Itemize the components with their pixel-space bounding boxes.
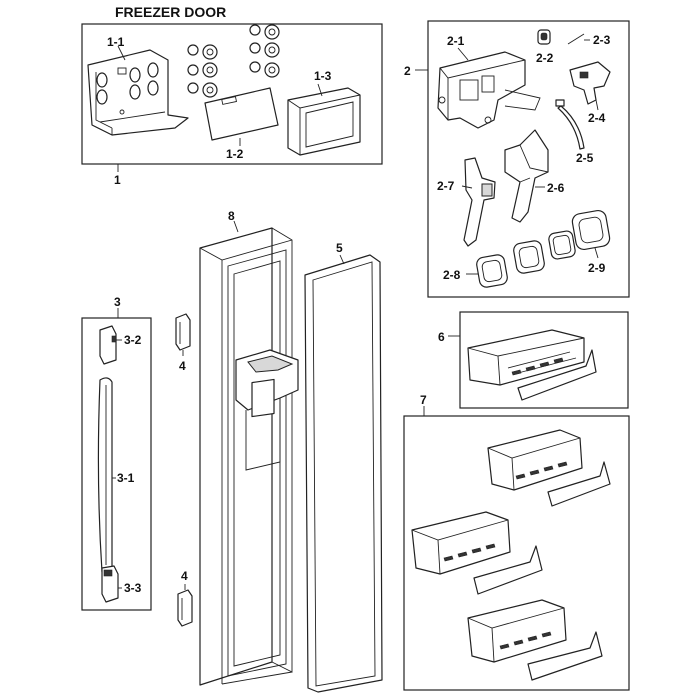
- part-1-3-cover: 1-3: [287, 69, 361, 156]
- part-4-cap-upper: 4: [175, 313, 191, 373]
- part-2-3-spring: 2-3: [567, 33, 611, 47]
- label-1-2: 1-2: [226, 147, 244, 161]
- part-1-2-plate: 1-2: [204, 87, 279, 161]
- part-2-5-tube: 2-5: [555, 99, 594, 165]
- part-1-1-bracket: 1-1: [87, 35, 189, 136]
- label-2-2: 2-2: [536, 51, 554, 65]
- label-2-4: 2-4: [588, 111, 606, 125]
- label-3-2: 3-2: [124, 333, 142, 347]
- group-7-box: 7: [403, 393, 630, 691]
- part-2-4-actuator: 2-4: [569, 61, 611, 125]
- part-3-1-handle-bar: 3-1: [97, 377, 135, 575]
- label-4-lower: 4: [181, 569, 188, 583]
- label-2-9: 2-9: [588, 261, 606, 275]
- label-5: 5: [336, 241, 343, 255]
- group-6-box: 6: [438, 311, 629, 409]
- part-4-cap-lower: 4: [177, 569, 193, 627]
- grommet-column-right: [249, 24, 280, 78]
- label-2-8: 2-8: [443, 268, 461, 282]
- grommet-column-mid: [202, 44, 218, 98]
- label-3-1: 3-1: [117, 471, 135, 485]
- part-7-bin-bottom: [467, 599, 603, 681]
- label-2-5: 2-5: [576, 151, 594, 165]
- label-7: 7: [420, 393, 427, 407]
- label-3: 3: [114, 295, 121, 309]
- group-1-box: 1: [81, 23, 383, 187]
- part-7-bin-middle: [411, 511, 543, 595]
- part-8-door: 8: [199, 209, 299, 686]
- part-3-3-cap-bottom: 3-3: [101, 565, 142, 603]
- label-2-6: 2-6: [547, 181, 565, 195]
- part-2-7-flap: 2-7: [437, 157, 496, 247]
- part-2-6-chute: 2-6: [504, 129, 565, 223]
- grommet-column-left: [187, 44, 199, 94]
- gasket-set: 2-8 2-9: [443, 209, 611, 288]
- part-5-gasket: 5: [304, 241, 383, 693]
- label-4-upper: 4: [179, 359, 186, 373]
- label-1: 1: [114, 173, 121, 187]
- label-2: 2: [404, 64, 411, 78]
- label-6: 6: [438, 330, 445, 344]
- label-8: 8: [228, 209, 235, 223]
- label-2-3: 2-3: [593, 33, 611, 47]
- part-3-2-cap-top: 3-2: [99, 325, 142, 365]
- label-1-1: 1-1: [107, 35, 125, 49]
- part-2-1-housing: 2-1: [437, 34, 541, 129]
- label-3-3: 3-3: [124, 581, 142, 595]
- label-1-3: 1-3: [314, 69, 332, 83]
- group-2-box: 2: [404, 20, 630, 298]
- group-3-box: 3: [81, 295, 152, 611]
- label-2-1: 2-1: [447, 34, 465, 48]
- diagram-title: FREEZER DOOR: [115, 4, 226, 20]
- part-2-2-cap: 2-2: [536, 29, 554, 65]
- part-6-bin: [467, 329, 597, 401]
- label-2-7: 2-7: [437, 179, 455, 193]
- part-7-bin-top: [487, 429, 611, 507]
